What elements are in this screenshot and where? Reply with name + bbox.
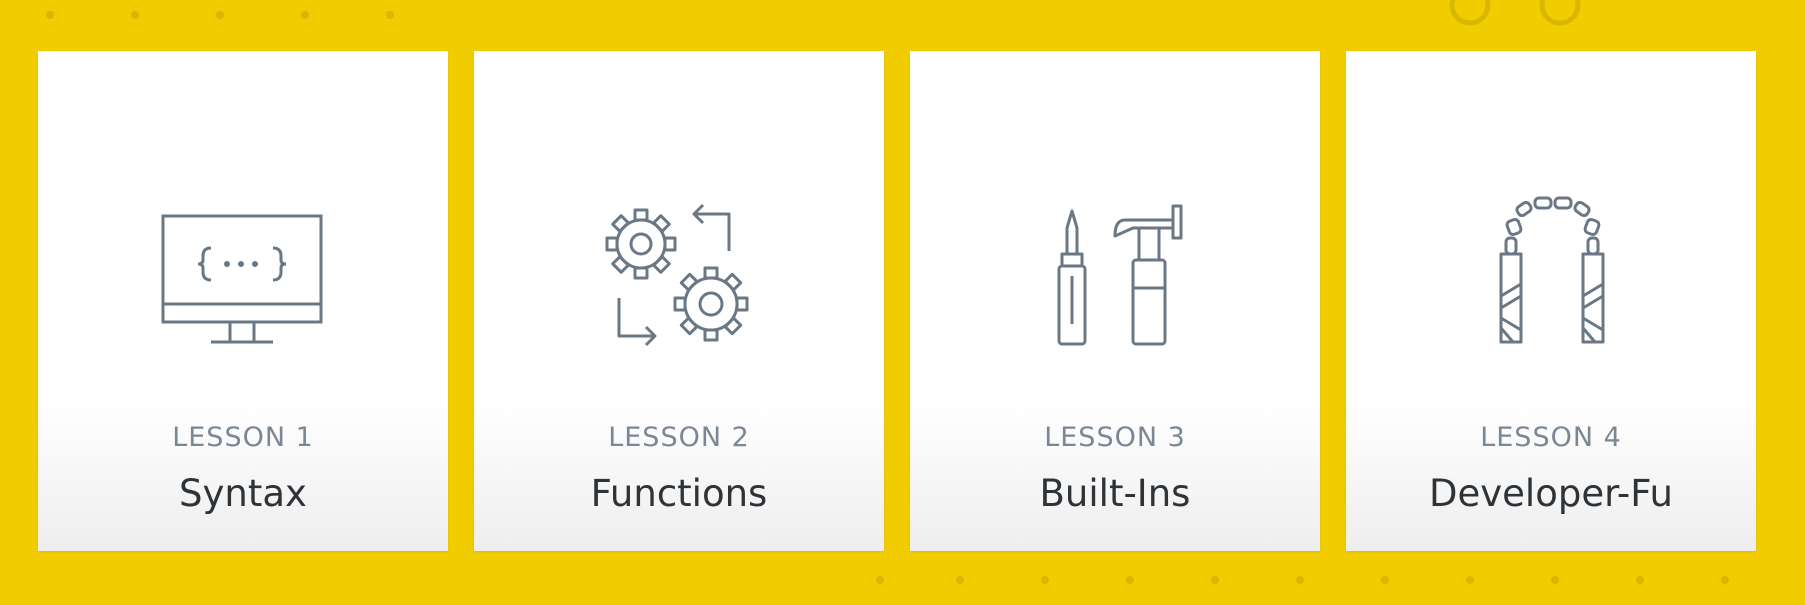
lesson-number: LESSON 1 [172, 422, 314, 453]
lesson-card-3[interactable]: LESSON 3 Built-Ins [910, 51, 1320, 551]
lesson-number: LESSON 2 [608, 422, 750, 453]
monitor-code-icon [143, 196, 343, 366]
lesson-title: Functions [590, 472, 768, 515]
lesson-number: LESSON 3 [1044, 422, 1186, 453]
lesson-title: Built-Ins [1039, 472, 1191, 515]
screwdriver-hammer-icon [1015, 196, 1215, 366]
gears-arrows-icon [579, 196, 779, 366]
lesson-card-4[interactable]: LESSON 4 Developer-Fu [1346, 51, 1756, 551]
nunchucks-icon [1451, 196, 1651, 366]
lesson-title: Syntax [179, 472, 307, 515]
lesson-card-2[interactable]: LESSON 2 Functions [474, 51, 884, 551]
lesson-card-1[interactable]: LESSON 1 Syntax [38, 51, 448, 551]
lesson-number: LESSON 4 [1480, 422, 1622, 453]
lesson-title: Developer-Fu [1429, 472, 1673, 515]
